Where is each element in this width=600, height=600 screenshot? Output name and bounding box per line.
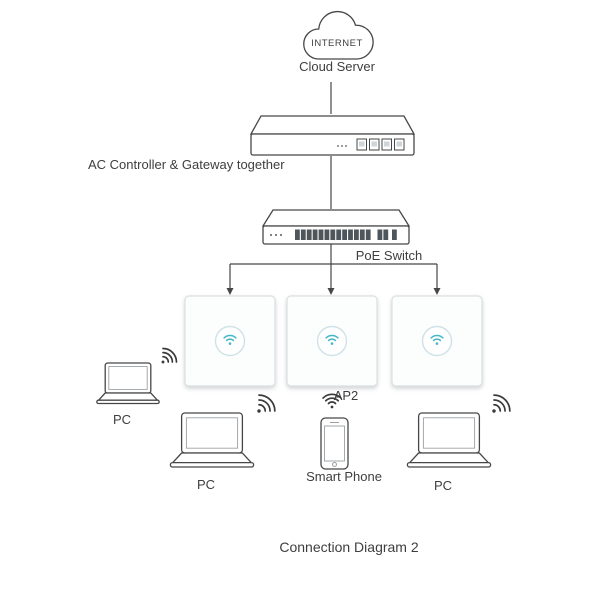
pc-left: PC — [96, 345, 180, 427]
smartphone: Smart Phone — [306, 393, 382, 484]
ac-controller-device — [249, 115, 416, 156]
poe-switch-label: PoE Switch — [356, 248, 422, 263]
diagram-caption: Connection Diagram 2 — [279, 539, 419, 555]
pc-right-label: PC — [434, 478, 452, 493]
pc-middle: PC — [169, 391, 279, 492]
arrow-down-icon — [226, 288, 234, 295]
laptop-icon — [96, 362, 160, 404]
ap-panel-1 — [184, 295, 276, 387]
wifi-signal-icon — [249, 391, 279, 421]
controller-ports — [356, 138, 405, 151]
cloud-server-label: Cloud Server — [299, 59, 376, 74]
cloud-icon — [304, 12, 373, 59]
laptop-icon — [406, 412, 492, 468]
smart-phone-label: Smart Phone — [306, 469, 382, 484]
phone-home-button — [332, 462, 337, 467]
phone-body — [320, 417, 349, 470]
switch-leds — [270, 234, 282, 236]
wifi-signal-icon — [484, 391, 514, 421]
controller-leds — [337, 145, 347, 147]
arrow-down-icon — [327, 288, 335, 295]
internet-label: INTERNET — [311, 38, 363, 49]
laptop-icon — [169, 412, 255, 468]
wifi-signal-icon — [322, 393, 342, 410]
phone-screen — [324, 425, 345, 462]
ap2-label: AP2 — [334, 388, 359, 403]
pc-right: PC — [406, 391, 514, 493]
poe-switch-device — [261, 209, 411, 245]
cloud-server-node: INTERNET Cloud Server — [299, 12, 376, 74]
wifi-signal-icon — [154, 345, 180, 371]
pc-middle-label: PC — [197, 477, 215, 492]
distribution-lines — [226, 244, 441, 295]
ap-panel-2 — [286, 295, 378, 387]
switch-ports — [295, 229, 397, 240]
arrow-down-icon — [433, 288, 441, 295]
pc-left-label: PC — [113, 412, 131, 427]
ap-panel-3 — [391, 295, 483, 387]
ac-controller-label: AC Controller & Gateway together — [88, 157, 285, 172]
